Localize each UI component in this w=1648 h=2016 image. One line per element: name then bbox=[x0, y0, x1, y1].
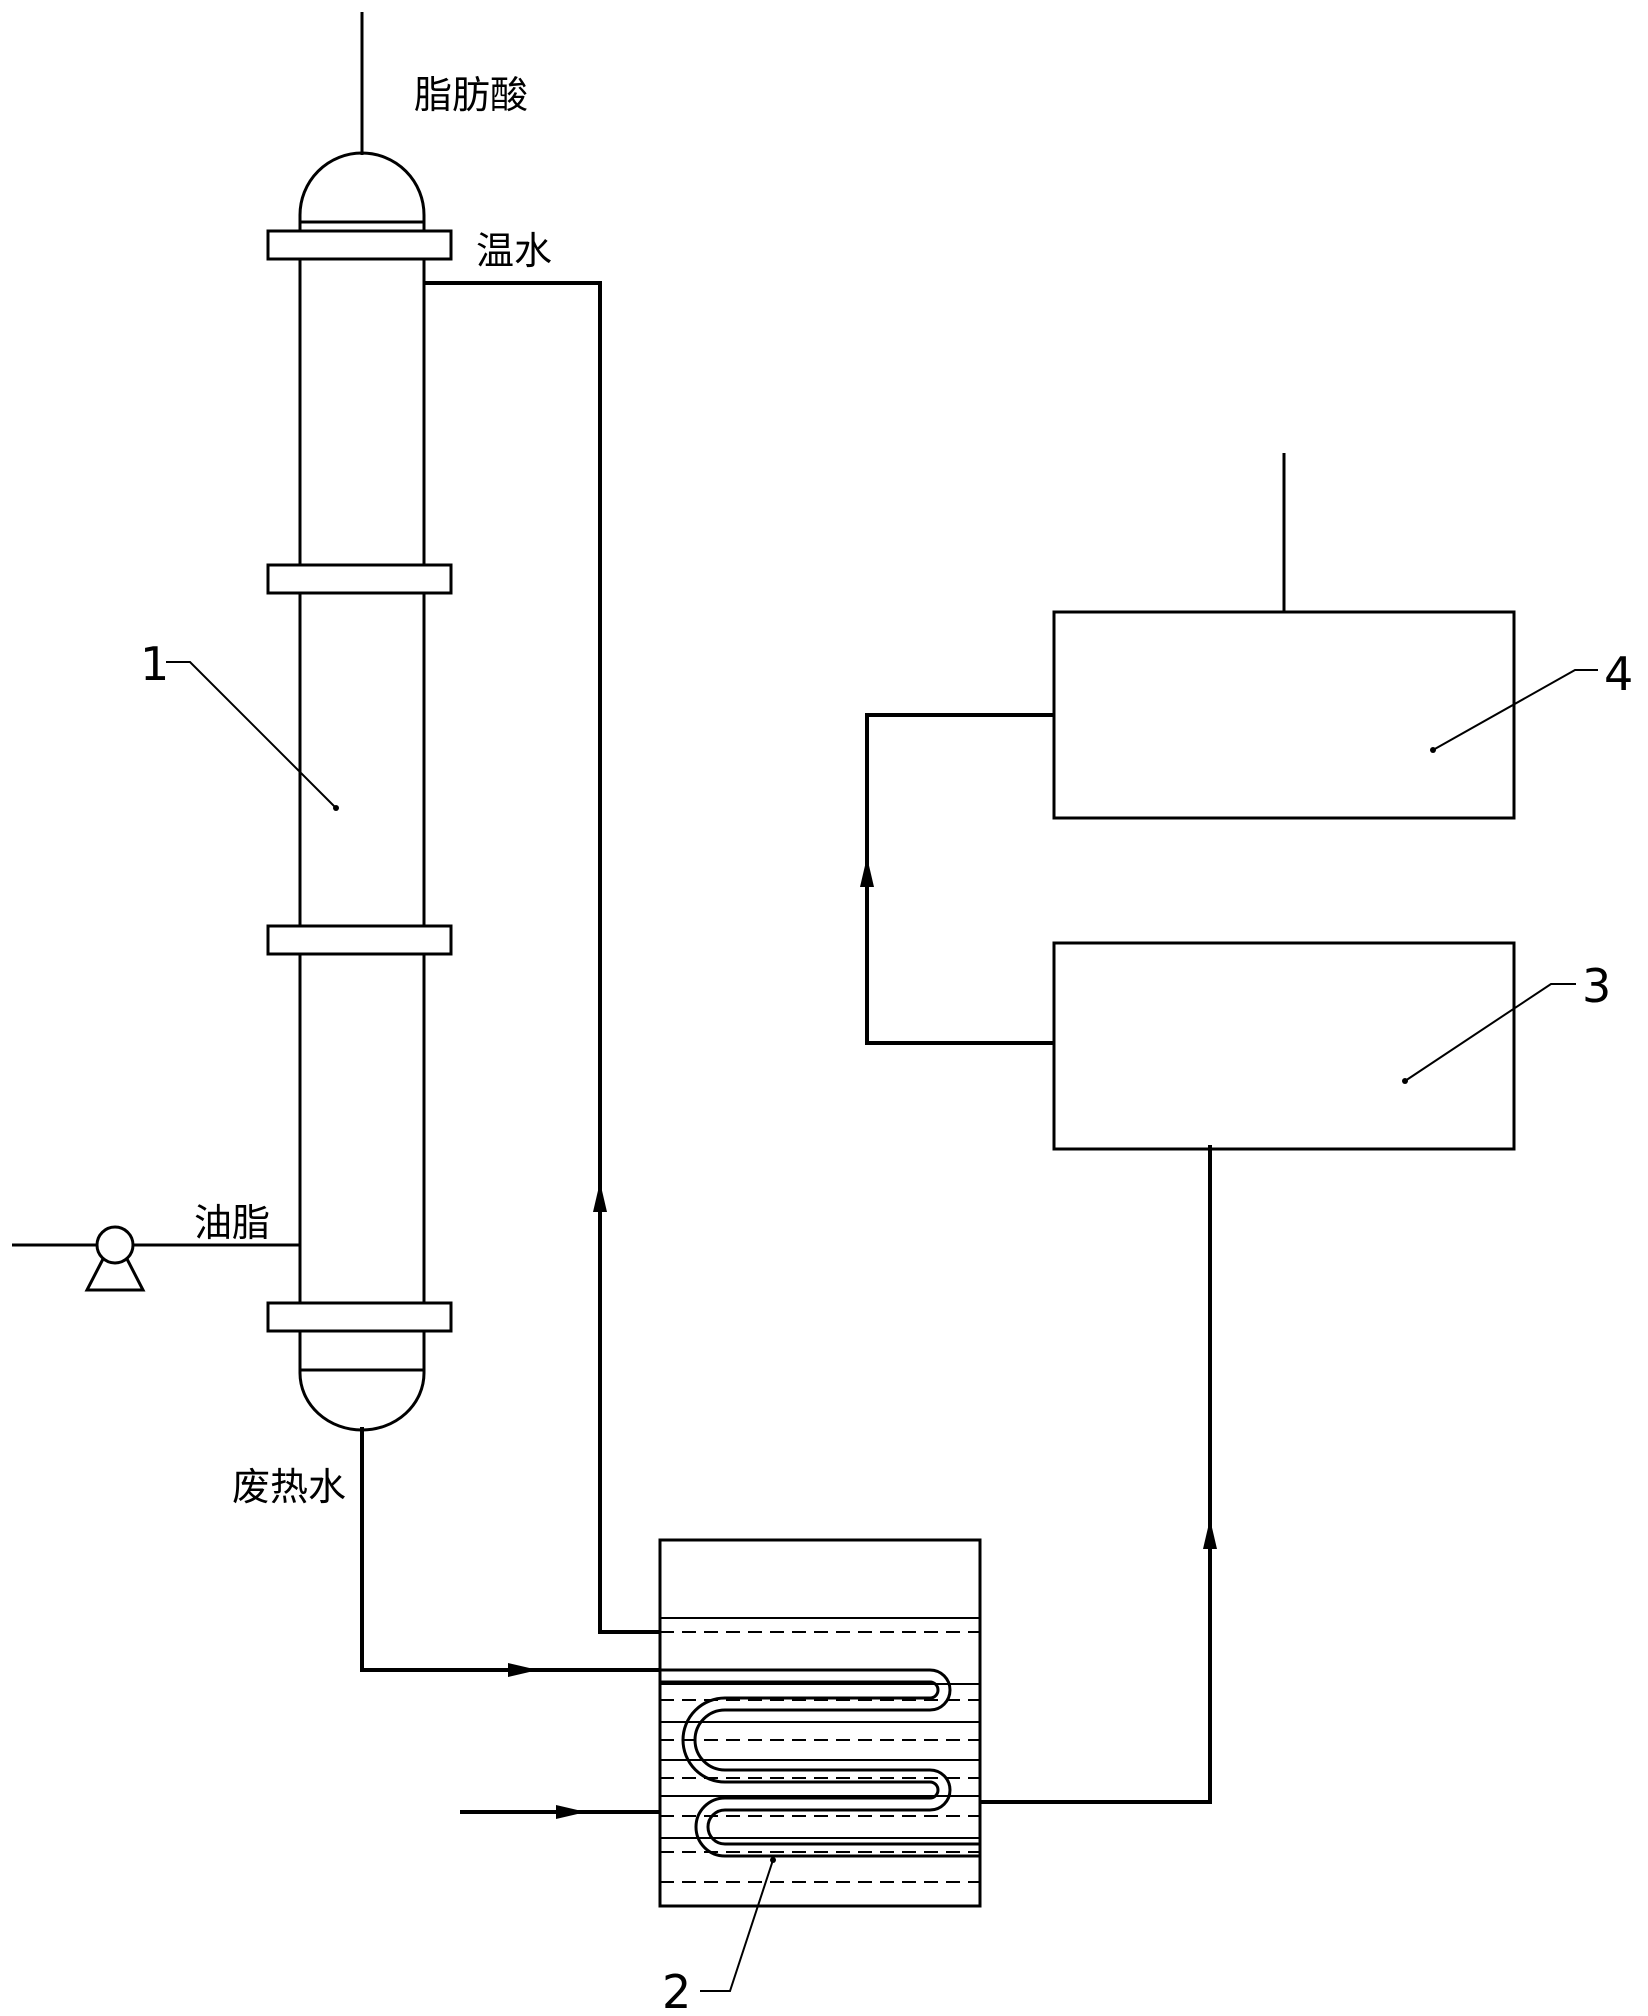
arrow-up-warm-water bbox=[593, 1182, 607, 1212]
waste-heat-water-line bbox=[360, 1427, 660, 1672]
column-top-head bbox=[298, 151, 426, 222]
unit-4-box bbox=[1052, 610, 1516, 820]
coil-outer-wall bbox=[660, 1668, 980, 1846]
pump-icon bbox=[95, 1225, 135, 1265]
equipment-number-2: 2 bbox=[662, 1965, 691, 2016]
label-fatty-acid: 脂肪酸 bbox=[414, 73, 528, 117]
leader-4 bbox=[1432, 669, 1598, 751]
leader-3-real bbox=[1404, 983, 1576, 1082]
leader-1 bbox=[166, 661, 337, 809]
equipment-number-4: 4 bbox=[1604, 647, 1633, 701]
equipment-number-3: 3 bbox=[1582, 959, 1611, 1013]
reaction-column bbox=[266, 12, 453, 1432]
column-flange-2 bbox=[266, 563, 453, 595]
column-flange-3 bbox=[266, 924, 453, 956]
exchanger-outlet-line bbox=[980, 1145, 1212, 1804]
equipment-number-1: 1 bbox=[140, 637, 169, 691]
pump-base bbox=[84, 1258, 146, 1292]
arrow-right-waste-heat bbox=[508, 1663, 538, 1677]
label-waste-heat-water: 废热水 bbox=[232, 1465, 346, 1509]
column-flange-4 bbox=[266, 1301, 453, 1333]
flow-arrows bbox=[508, 857, 1217, 1819]
leader-dots bbox=[333, 747, 1436, 1863]
oil-feed bbox=[12, 1225, 300, 1292]
arrow-up-to-unit4 bbox=[860, 857, 874, 887]
unit-3-box bbox=[1052, 941, 1516, 1151]
arrow-up-to-unit3 bbox=[1203, 1519, 1217, 1549]
column-bottom-head bbox=[298, 1370, 426, 1432]
coil-inner-wall bbox=[660, 1680, 980, 1858]
leader-2 bbox=[700, 1859, 774, 1992]
warm-water-line bbox=[424, 281, 660, 1634]
heat-exchanger bbox=[658, 1538, 982, 1908]
arrow-right-cold-inlet bbox=[556, 1805, 586, 1819]
column-flange-1 bbox=[266, 229, 453, 261]
label-oil: 油脂 bbox=[194, 1201, 270, 1245]
unit3-to-unit4-line bbox=[865, 713, 1054, 1045]
label-warm-water: 温水 bbox=[476, 229, 552, 273]
